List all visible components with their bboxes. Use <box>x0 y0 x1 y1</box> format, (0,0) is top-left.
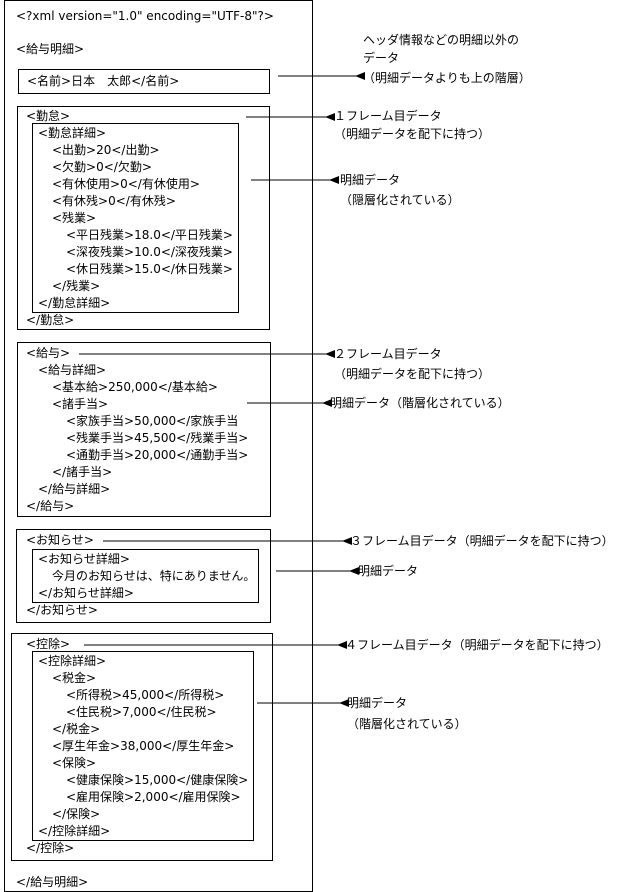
detail1-label: 明細データ <box>340 173 401 187</box>
salary-open-tag: <給与> <box>26 346 71 360</box>
salary-close-tag: </給与> <box>26 499 75 513</box>
detail4-label: 明細データ <box>347 696 408 710</box>
overtime-line: <深夜残業>10.0</深夜残業> <box>66 245 233 259</box>
tax-line: <所得税>45,000</所得税> <box>66 688 225 702</box>
detail4-sub: （階層化されている） <box>347 717 467 731</box>
name-box <box>18 69 270 94</box>
attendance-frame <box>17 106 270 330</box>
root-close-tag: </給与明細> <box>16 875 89 889</box>
attendance-line: <出勤>20</出勤> <box>52 143 160 157</box>
attendance-line: <残業> <box>52 211 97 225</box>
deduction-open-tag: <控除> <box>26 637 71 651</box>
detail1-sub: （隠層化されている） <box>340 193 460 207</box>
deduction-detail-box <box>32 651 254 841</box>
deduction-detail-close: </控除詳細> <box>38 824 111 838</box>
salary-frame <box>17 342 271 517</box>
notice-text: 今月のお知らせは、特にありません。 <box>52 569 256 583</box>
frame3-label: ３フレーム目データ（明細データを配下に持つ） <box>350 534 614 548</box>
notice-detail-box <box>32 549 259 603</box>
insurance-line: <健康保険>15,000</健康保険> <box>66 773 249 787</box>
notice-open-tag: <お知らせ> <box>26 533 94 547</box>
overtime-close-tag: </残業> <box>52 279 101 293</box>
attendance-close-tag: </勤怠> <box>26 313 75 327</box>
attendance-line: <欠勤>0</欠勤> <box>52 160 152 174</box>
insurance-close-tag: </保険> <box>52 807 101 821</box>
frame2-sub: （明細データを配下に持つ） <box>334 367 491 381</box>
notice-frame <box>16 529 271 623</box>
attendance-detail-box <box>32 123 239 313</box>
deduction-detail-open: <控除詳細> <box>38 654 107 668</box>
frame4-label: ４フレーム目データ（明細データを配下に持つ） <box>345 638 609 652</box>
allowance-open-tag: <諸手当> <box>52 397 109 411</box>
allowance-line: <通勤手当>20,000</通勤手当> <box>66 448 249 462</box>
allowance-line: <残業手当>45,500</残業手当> <box>66 431 249 445</box>
deduction-frame <box>11 633 273 861</box>
header-annotation-line2: データ <box>363 51 400 65</box>
deduction-close-tag: </控除> <box>26 841 75 855</box>
attendance-line: <有休残>0</有休残> <box>52 194 176 208</box>
pension-line: <厚生年金>38,000</厚生年金> <box>52 739 235 753</box>
header-annotation-line3: （明細データよりも上の階層） <box>363 71 531 85</box>
notice-close-tag: </お知らせ> <box>26 603 98 617</box>
detail2-label: 明細データ（階層化されている） <box>330 396 510 410</box>
detail3-label: 明細データ <box>358 564 419 578</box>
allowance-close-tag: </諸手当> <box>52 465 113 479</box>
attendance-detail-close: </勤怠詳細> <box>38 296 111 310</box>
insurance-line: <雇用保険>2,000</雇用保険> <box>66 790 241 804</box>
attendance-line: <有休使用>0</有休使用> <box>52 177 200 191</box>
salary-detail-open: <給与詳細> <box>38 363 107 377</box>
name-tag: <名前>日本 太郎</名前> <box>27 74 180 88</box>
attendance-open-tag: <勤怠> <box>26 109 71 123</box>
xml-declaration: <?xml version="1.0" encoding="UTF-8"?> <box>16 9 274 23</box>
insurance-open-tag: <保険> <box>52 756 97 770</box>
frame1-sub: （明細データを配下に持つ） <box>334 127 491 141</box>
root-open-tag: <給与明細> <box>16 42 85 56</box>
header-annotation-line1: ヘッダ情報などの明細以外の <box>363 33 520 47</box>
tax-close-tag: </税金> <box>52 722 101 736</box>
salary-base-line: <基本給>250,000</基本給> <box>52 380 218 394</box>
tax-open-tag: <税金> <box>52 671 97 685</box>
attendance-detail-open: <勤怠詳細> <box>38 126 107 140</box>
notice-detail-open: <お知らせ詳細> <box>38 552 130 566</box>
salary-detail-close: </給与詳細> <box>38 482 111 496</box>
notice-detail-close: </お知らせ詳細> <box>38 586 134 600</box>
tax-line: <住民税>7,000</住民税> <box>66 705 217 719</box>
overtime-line: <休日残業>15.0</休日残業> <box>66 262 233 276</box>
frame1-label: １フレーム目データ <box>334 109 442 123</box>
allowance-line: <家族手当>50,000</家族手当 <box>66 414 239 428</box>
frame2-label: ２フレーム目データ <box>334 347 442 361</box>
overtime-line: <平日残業>18.0</平日残業> <box>66 228 233 242</box>
